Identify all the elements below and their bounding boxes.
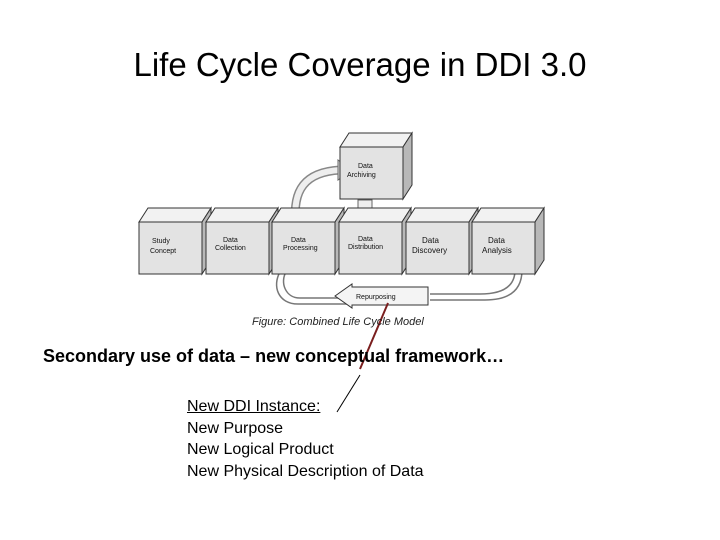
list-item: New Purpose xyxy=(187,418,424,440)
new-instance-list: New DDI Instance: New Purpose New Logica… xyxy=(187,396,424,482)
box-label-line1: Data xyxy=(422,236,439,245)
list-item: New Physical Description of Data xyxy=(187,461,424,483)
box-label-line2: Analysis xyxy=(482,246,512,255)
box-data-archiving: Data Archiving xyxy=(340,133,412,199)
box-data-processing: Data Processing xyxy=(272,208,344,274)
list-item: New Logical Product xyxy=(187,439,424,461)
box-label-line2: Distribution xyxy=(348,244,383,251)
box-label-line1: Data xyxy=(223,237,238,244)
box-study-concept: Study Concept xyxy=(139,208,211,274)
box-label-line1: Data xyxy=(358,236,373,243)
box-label-line2: Concept xyxy=(150,248,176,255)
box-data-collection: Data Collection xyxy=(206,208,278,274)
repurposing-label: Repurposing xyxy=(356,294,396,301)
subtitle: Secondary use of data – new conceptual f… xyxy=(43,346,504,367)
box-label-line2: Discovery xyxy=(412,246,447,255)
box-label-line1: Data xyxy=(488,236,505,245)
box-label-line2: Archiving xyxy=(347,172,376,179)
box-label-line1: Data xyxy=(358,163,373,170)
box-label-line1: Study xyxy=(152,238,170,245)
box-label-line2: Collection xyxy=(215,245,246,252)
box-data-distribution: Data Distribution xyxy=(339,208,411,274)
repurposing-arrow: Repurposing xyxy=(335,284,428,308)
list-item: New DDI Instance: xyxy=(187,396,424,418)
box-data-discovery: Data Discovery xyxy=(406,208,478,274)
box-label-line2: Processing xyxy=(283,245,318,252)
box-data-analysis: Data Analysis xyxy=(472,208,544,274)
box-label-line1: Data xyxy=(291,237,306,244)
figure-caption: Figure: Combined Life Cycle Model xyxy=(252,316,424,328)
